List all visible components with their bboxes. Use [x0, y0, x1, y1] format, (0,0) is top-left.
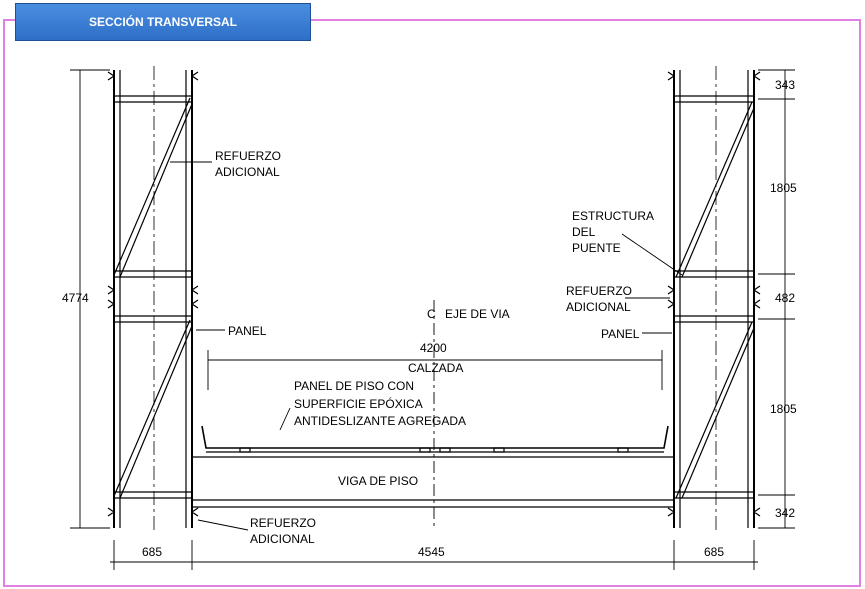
label-piso-1: PANEL DE PISO CON: [294, 379, 414, 393]
label-refuerzo-bottom: REFUERZO: [250, 516, 316, 530]
annotations: REFUERZO ADICIONAL PANEL REFUERZO ADICIO…: [62, 78, 797, 559]
dim-calzada-width: 4200: [420, 341, 447, 355]
dim-bottom-right: 685: [704, 545, 724, 559]
label-centerline-symbol: C: [427, 307, 436, 321]
section-title: SECCIÓN TRANSVERSAL: [88, 15, 237, 29]
left-truss: [107, 66, 199, 532]
label-del: DEL: [572, 225, 596, 239]
leader-lines: [170, 161, 683, 531]
label-panel-right: PANEL: [601, 327, 640, 341]
label-piso-2: SUPERFICIE EPÓXICA: [294, 396, 423, 411]
frame-border: [3, 19, 861, 587]
label-estructura: ESTRUCTURA: [572, 209, 654, 223]
dim-total-height: 4774: [62, 291, 89, 305]
deck: [193, 300, 673, 530]
dim-bottom-left: 685: [142, 545, 162, 559]
label-eje-de-via: EJE DE VIA: [445, 307, 510, 321]
label-refuerzo-left: REFUERZO: [215, 149, 281, 163]
label-puente: PUENTE: [572, 241, 621, 255]
label-adicional-bottom: ADICIONAL: [250, 532, 315, 546]
label-piso-3: ANTIDESLIZANTE AGREGADA: [294, 414, 466, 428]
dim-right-mid: 482: [775, 291, 795, 305]
section-title-tab[interactable]: SECCIÓN TRANSVERSAL: [15, 3, 311, 41]
dim-bottom-center: 4545: [418, 545, 445, 559]
dimension-lines: [70, 69, 795, 570]
dim-right-top: 343: [775, 78, 795, 92]
dim-right-upper: 1805: [770, 181, 797, 195]
label-calzada: CALZADA: [408, 361, 463, 375]
dim-right-lower: 1805: [770, 402, 797, 416]
right-truss: [667, 66, 761, 532]
label-refuerzo-right: REFUERZO: [566, 284, 632, 298]
label-adicional-right: ADICIONAL: [566, 300, 631, 314]
label-viga: VIGA DE PISO: [338, 474, 418, 488]
label-panel-left: PANEL: [228, 324, 267, 338]
dim-right-bottom: 342: [775, 506, 795, 520]
label-adicional-left: ADICIONAL: [215, 165, 280, 179]
